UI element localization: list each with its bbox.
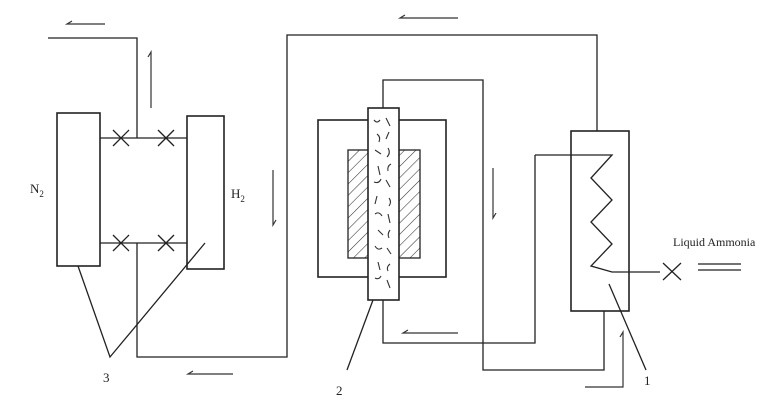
callout-2-leader [346, 299, 374, 371]
callout-1-leader [608, 283, 647, 371]
callout-3-leaders [77, 242, 206, 359]
liquid-ammonia-label: Liquid Ammonia [673, 235, 756, 249]
valve-lower-right [157, 234, 175, 252]
n2-label: N2 [30, 181, 44, 199]
vent-pipe [48, 37, 138, 138]
reactor-outlet-pipe [382, 79, 605, 371]
flow-arrow-top-left [64, 20, 105, 25]
flow-arrow-feed-down [272, 170, 277, 228]
valve-upper-right [157, 129, 175, 147]
feed-pipe [136, 34, 598, 358]
callout-1-label: 1 [644, 373, 651, 388]
flow-arrow-bottom [185, 370, 233, 375]
valve-lower-left [112, 234, 130, 252]
condenser [570, 130, 630, 312]
flow-arrow-vent-up [147, 49, 152, 108]
callout-3-label: 3 [103, 370, 110, 385]
h2-cylinder [186, 115, 225, 270]
n2-cylinder [56, 112, 101, 267]
h2-label: H2 [231, 186, 245, 204]
flow-arrow-return [400, 329, 458, 334]
valve-upper-left [112, 129, 130, 147]
catalyst-tube [367, 107, 400, 301]
catalyst-bed [373, 117, 392, 289]
coil-return-pipe [382, 155, 536, 344]
callout-2-label: 2 [336, 383, 343, 398]
flow-arrow-top-right [397, 14, 458, 19]
flow-arrow-center-down [492, 168, 497, 221]
flow-arrow-condenser-in [585, 329, 624, 388]
condenser-coil [535, 154, 660, 273]
outlet-valve [662, 262, 682, 281]
